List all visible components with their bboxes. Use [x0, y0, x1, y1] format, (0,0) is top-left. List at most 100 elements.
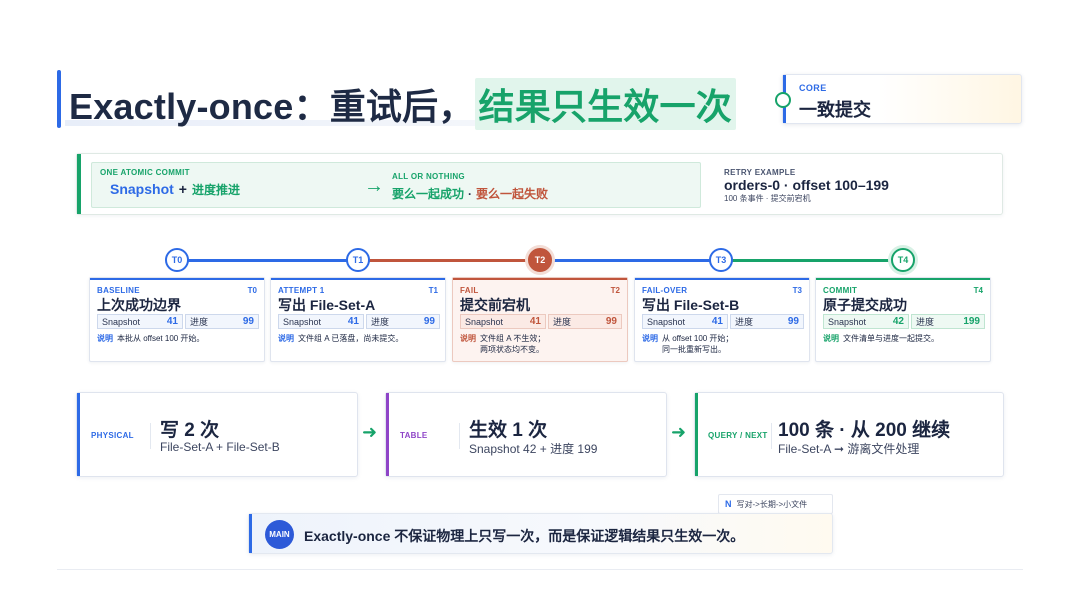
progress-field: 进度 199 — [911, 314, 985, 329]
core-card: CORE 一致提交 — [775, 74, 1022, 124]
timeline-node-t0: T0 — [165, 248, 189, 272]
progress-field-label: 进度 — [735, 317, 754, 327]
step-note-text-2: 同一批重新写出。 — [662, 345, 726, 354]
retry-example-detail: 100 条事件 · 提交前宕机 — [724, 194, 811, 203]
all-success-text: 要么一起成功 — [392, 187, 465, 201]
step-title: 上次成功边界 — [97, 297, 181, 313]
summary-sub: File-Set-A ➞ 游离文件处理 — [778, 442, 920, 456]
atomic-commit-snapshot: Snapshot — [110, 181, 174, 197]
step-kicker: FAIL — [460, 286, 479, 295]
bottom-divider — [57, 569, 1023, 570]
snapshot-field-value: 41 — [711, 316, 723, 327]
summary-card-physical: PHYSICAL 写 2 次 File-Set-A + File-Set-B — [76, 392, 358, 477]
summary-accent-bar — [77, 393, 80, 476]
summary-kicker: QUERY / NEXT — [708, 431, 768, 440]
step-card-top-border — [635, 278, 809, 280]
timeline-segment — [358, 259, 540, 262]
step-kicker: ATTEMPT 1 — [278, 286, 325, 295]
snapshot-field-label: Snapshot — [465, 316, 504, 327]
summary-main: 100 条 · 从 200 继续 — [778, 420, 951, 441]
page-title: Exactly-once：重试后，结果只生效一次 — [69, 78, 736, 130]
arrow-right-icon: ➜ — [362, 422, 378, 442]
step-note-lines: 文件组 A 不生效；两项状态均不变。 — [480, 333, 545, 355]
step-title: 写出 File-Set-B — [642, 297, 740, 313]
page-title-prefix: Exactly-once：重试后， — [69, 86, 475, 127]
step-note: 说明文件组 A 不生效；两项状态均不变。 — [460, 333, 545, 355]
timeline-node-t4: T4 — [891, 248, 915, 272]
page-title-highlight: 结果只生效一次 — [478, 86, 732, 127]
summary-kicker: TABLE — [400, 431, 428, 440]
step-note-text: 文件清单与进度一起提交。 — [843, 334, 939, 343]
timeline-segment — [721, 259, 903, 262]
timeline-segment — [177, 259, 358, 262]
atomic-commit-plus: + — [178, 181, 187, 197]
step-title: 写出 File-Set-A — [278, 297, 376, 313]
step-note-label: 说明 — [823, 334, 839, 343]
step-tag: T0 — [247, 286, 257, 295]
step-note: 说明从 offset 100 开始；同一批重新写出。 — [642, 333, 733, 355]
timeline-node-t2: T2 — [528, 248, 552, 272]
title-block: Exactly-once：重试后，结果只生效一次 — [57, 70, 736, 130]
progress-field: 进度 99 — [730, 314, 804, 329]
step-card-top-border — [271, 278, 445, 280]
main-message-accent-bar — [249, 514, 252, 553]
summary-card-table: TABLE 生效 1 次 Snapshot 42 + 进度 199 — [385, 392, 667, 477]
progress-field-label: 进度 — [916, 317, 935, 327]
step-note-text-2: 两项状态均不变。 — [480, 345, 544, 354]
progress-field-label: 进度 — [553, 317, 572, 327]
timeline-node-t1: T1 — [346, 248, 370, 272]
summary-sub: Snapshot 42 + 进度 199 — [469, 442, 598, 456]
main-message-text: Exactly-once 不保证物理上只写一次，而是保证逻辑结果只生效一次。 — [304, 528, 745, 544]
summary-kicker: PHYSICAL — [91, 431, 134, 440]
summary-sub: File-Set-A + File-Set-B — [160, 440, 280, 454]
step-note-label: 说明 — [642, 334, 658, 343]
summary-divider — [150, 423, 151, 449]
step-tag: T1 — [428, 286, 438, 295]
atomic-commit-formula: Snapshot+ 进度推进 — [110, 181, 240, 198]
step-tag: T4 — [973, 286, 983, 295]
atomic-commit-progress: 进度推进 — [191, 183, 240, 197]
progress-field-label: 进度 — [190, 317, 209, 327]
progress-field-value: 99 — [787, 316, 799, 327]
main-badge: MAIN — [265, 520, 294, 549]
progress-field-value: 99 — [242, 316, 254, 327]
summary-divider — [771, 423, 772, 449]
timeline-node-t3: T3 — [709, 248, 733, 272]
step-note-label: 说明 — [97, 334, 113, 343]
progress-field-value: 199 — [963, 316, 980, 327]
all-or-nothing-separator: · — [468, 187, 473, 201]
speaker-note-text: 写对->长期->小文件 — [736, 499, 808, 509]
snapshot-field-label: Snapshot — [828, 316, 867, 327]
step-card-top-border — [90, 278, 264, 280]
step-note-label: 说明 — [460, 334, 476, 343]
step-note-text: 文件组 A 已落盘，尚未提交。 — [298, 334, 404, 343]
summary-divider — [459, 423, 460, 449]
snapshot-field-label: Snapshot — [102, 316, 141, 327]
core-label: 一致提交 — [799, 100, 871, 120]
step-note: 说明文件清单与进度一起提交。 — [823, 333, 939, 344]
step-card-top-border — [453, 278, 627, 280]
summary-main: 生效 1 次 — [469, 420, 548, 441]
snapshot-field-value: 41 — [347, 316, 359, 327]
progress-field-label: 进度 — [371, 317, 390, 327]
commit-strip-accent-bar — [77, 154, 81, 214]
retry-example-kicker: RETRY EXAMPLE — [724, 168, 796, 177]
step-note-label: 说明 — [278, 334, 294, 343]
main-message-card: MAIN Exactly-once 不保证物理上只写一次，而是保证逻辑结果只生效… — [248, 513, 833, 554]
atomic-commit-box: ONE ATOMIC COMMIT Snapshot+进度推进 → ALL OR… — [91, 162, 701, 208]
core-dot-icon — [775, 92, 791, 108]
arrow-right-icon: → — [364, 175, 384, 197]
